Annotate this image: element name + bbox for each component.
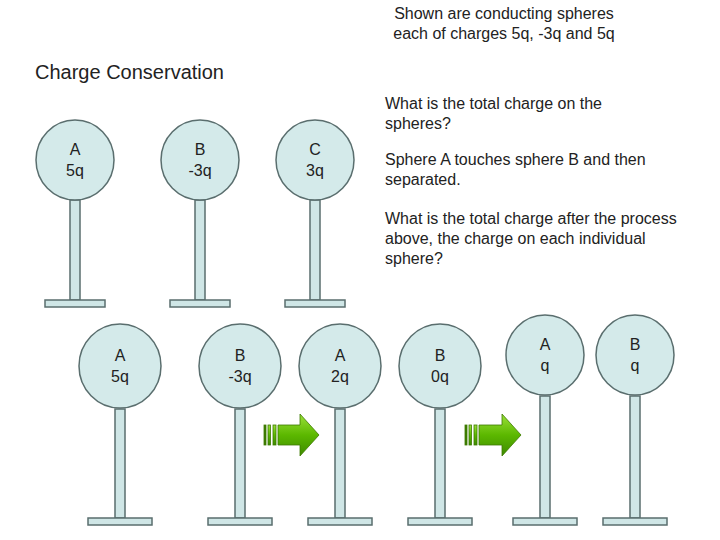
sphere-outline	[198, 323, 282, 409]
sphere-node: Bq	[595, 314, 675, 396]
charge-value: 5q	[66, 160, 84, 181]
sphere-outline	[160, 119, 240, 201]
question-note: Sphere A touches sphere B and then separ…	[385, 150, 647, 190]
process-arrow	[264, 414, 319, 456]
sphere-outline	[78, 323, 162, 409]
question-note: What is the total charge after the proce…	[385, 209, 677, 269]
sphere-outline	[398, 323, 482, 409]
sphere-shape	[299, 324, 381, 408]
sphere-outline	[505, 314, 585, 396]
sphere-name: A	[115, 345, 126, 366]
sphere-shape	[79, 324, 161, 408]
charge-value: 2q	[331, 366, 349, 387]
charge-value: -3q	[188, 160, 211, 181]
process-arrow	[465, 414, 521, 456]
charge-value: 3q	[306, 160, 324, 181]
sphere-node: C3q	[275, 119, 355, 201]
sphere-node: B-3q	[198, 323, 282, 409]
sphere-shape	[36, 120, 114, 200]
sphere-name: B	[630, 334, 641, 355]
sphere-node: Aq	[505, 314, 585, 396]
sphere-outline	[275, 119, 355, 201]
sphere-name: B	[195, 139, 206, 160]
sphere-shape	[161, 120, 239, 200]
diagram-title: Charge Conservation	[35, 60, 224, 84]
sphere-name: A	[335, 345, 346, 366]
sphere-shape	[276, 120, 354, 200]
charge-value: 0q	[431, 366, 449, 387]
sphere-name: B	[435, 345, 446, 366]
sphere-shape	[399, 324, 481, 408]
sphere-node: B-3q	[160, 119, 240, 201]
sphere-name: A	[70, 139, 81, 160]
sphere-node: A5q	[78, 323, 162, 409]
charge-value: q	[631, 355, 640, 376]
question-note: Shown are conducting spheres each of cha…	[376, 4, 632, 44]
sphere-shape	[506, 315, 584, 395]
sphere-node: B0q	[398, 323, 482, 409]
sphere-shape	[199, 324, 281, 408]
sphere-outline	[298, 323, 382, 409]
sphere-name: B	[235, 345, 246, 366]
charge-value: -3q	[228, 366, 251, 387]
sphere-node: A2q	[298, 323, 382, 409]
charge-value: q	[541, 355, 550, 376]
charge-value: 5q	[111, 366, 129, 387]
sphere-name: A	[540, 334, 551, 355]
sphere-outline	[595, 314, 675, 396]
sphere-outline	[35, 119, 115, 201]
sphere-node: A5q	[35, 119, 115, 201]
sphere-shape	[596, 315, 674, 395]
sphere-name: C	[309, 139, 321, 160]
question-note: What is the total charge on the spheres?	[385, 94, 647, 134]
